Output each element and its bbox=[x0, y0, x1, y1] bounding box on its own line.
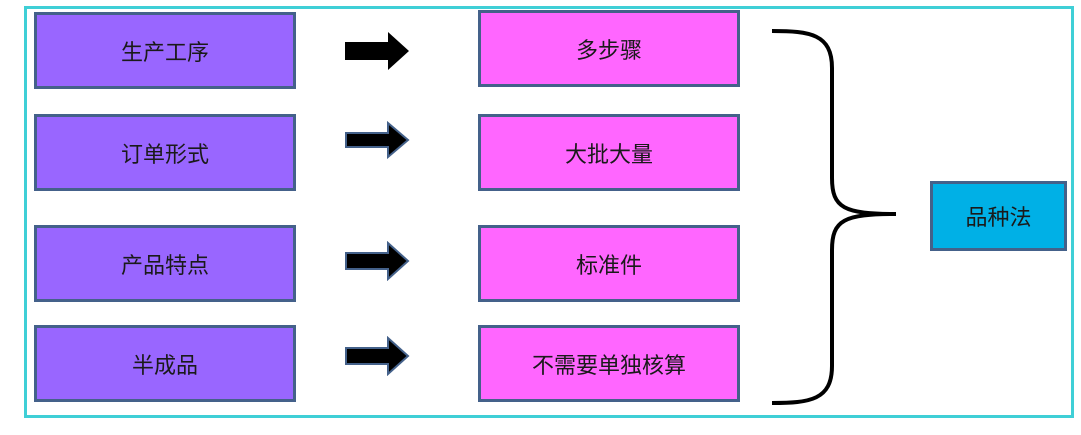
right-brace-icon bbox=[771, 29, 897, 405]
attribute-box-production-process: 生产工序 bbox=[34, 12, 296, 89]
attribute-box-product-feature: 产品特点 bbox=[34, 225, 296, 302]
right-arrow-icon bbox=[345, 32, 409, 70]
attribute-label: 产品特点 bbox=[120, 253, 209, 279]
result-box-variety-method: 品种法 bbox=[930, 181, 1067, 251]
value-label: 大批大量 bbox=[564, 142, 653, 168]
attribute-label: 半成品 bbox=[131, 353, 198, 379]
attribute-label: 生产工序 bbox=[120, 40, 209, 66]
right-arrow-icon bbox=[345, 336, 410, 376]
attribute-box-semi-finished: 半成品 bbox=[34, 325, 296, 402]
value-box-mass-production: 大批大量 bbox=[478, 114, 740, 191]
value-label: 不需要单独核算 bbox=[531, 353, 686, 379]
value-box-multi-step: 多步骤 bbox=[478, 10, 740, 87]
value-label: 标准件 bbox=[575, 253, 642, 279]
attribute-box-order-form: 订单形式 bbox=[34, 114, 296, 191]
value-box-no-separate-accounting: 不需要单独核算 bbox=[478, 325, 740, 402]
value-label: 多步骤 bbox=[575, 38, 642, 64]
attribute-label: 订单形式 bbox=[120, 142, 209, 168]
right-arrow-icon bbox=[345, 120, 410, 160]
value-box-standard-part: 标准件 bbox=[478, 225, 740, 302]
result-label: 品种法 bbox=[965, 206, 1032, 231]
right-arrow-icon bbox=[345, 241, 410, 281]
